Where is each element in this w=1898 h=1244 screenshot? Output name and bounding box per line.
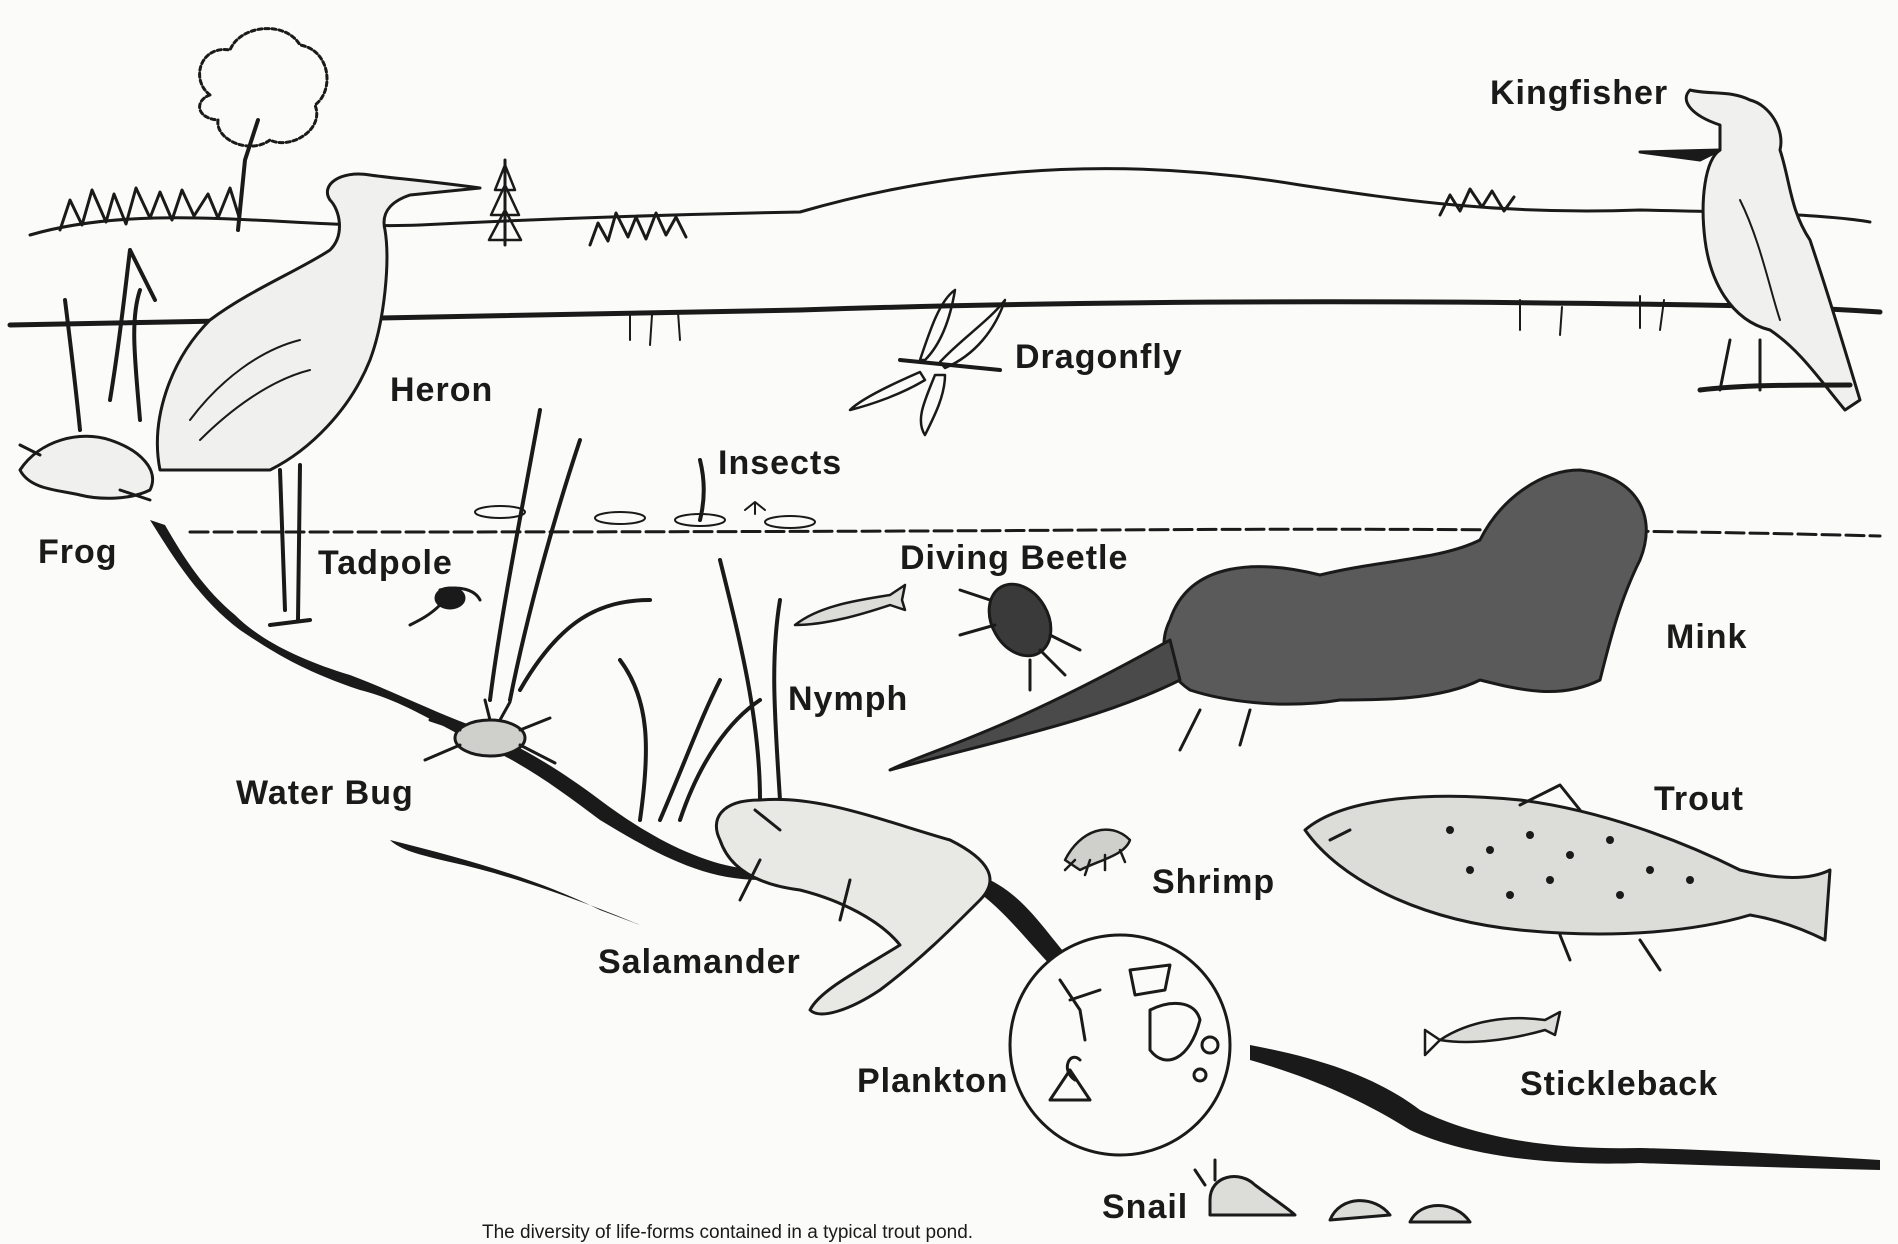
label-dragonfly: Dragonfly: [1015, 340, 1183, 374]
stickleback-icon: [1425, 1012, 1560, 1055]
label-stickleback: Stickleback: [1520, 1067, 1718, 1101]
figure-caption: The diversity of life-forms contained in…: [482, 1223, 973, 1242]
label-kingfisher: Kingfisher: [1490, 76, 1668, 110]
label-salamander: Salamander: [598, 945, 801, 979]
label-tadpole: Tadpole: [318, 546, 453, 580]
reeds: [65, 250, 780, 820]
label-diving-beetle: Diving Beetle: [900, 541, 1128, 575]
nymph-icon: [795, 585, 905, 625]
label-water-bug: Water Bug: [236, 776, 414, 810]
label-frog: Frog: [38, 535, 118, 569]
label-snail: Snail: [1102, 1190, 1188, 1224]
salamander-icon: [716, 799, 990, 1014]
tree-icon: [200, 29, 327, 230]
trout-icon: [1305, 785, 1830, 970]
label-insects: Insects: [718, 446, 842, 480]
label-plankton: Plankton: [857, 1064, 1009, 1098]
distant-hills: [30, 169, 1870, 245]
water-bug-icon: [425, 700, 555, 763]
snail-icon: [1195, 1160, 1470, 1222]
plankton-icon: [1010, 935, 1230, 1155]
shrimp-icon: [1065, 830, 1130, 875]
insects-icon: [475, 502, 815, 528]
diving-beetle-icon: [960, 573, 1080, 690]
label-trout: Trout: [1654, 782, 1744, 816]
kingfisher-icon: [1640, 90, 1860, 410]
label-nymph: Nymph: [788, 682, 908, 716]
label-shrimp: Shrimp: [1152, 865, 1275, 899]
pine-tree-icon: [489, 160, 521, 245]
label-heron: Heron: [390, 373, 493, 407]
tadpole-icon: [410, 588, 480, 625]
label-mink: Mink: [1666, 620, 1747, 654]
frog-icon: [20, 436, 153, 500]
dragonfly-icon: [850, 290, 1005, 435]
